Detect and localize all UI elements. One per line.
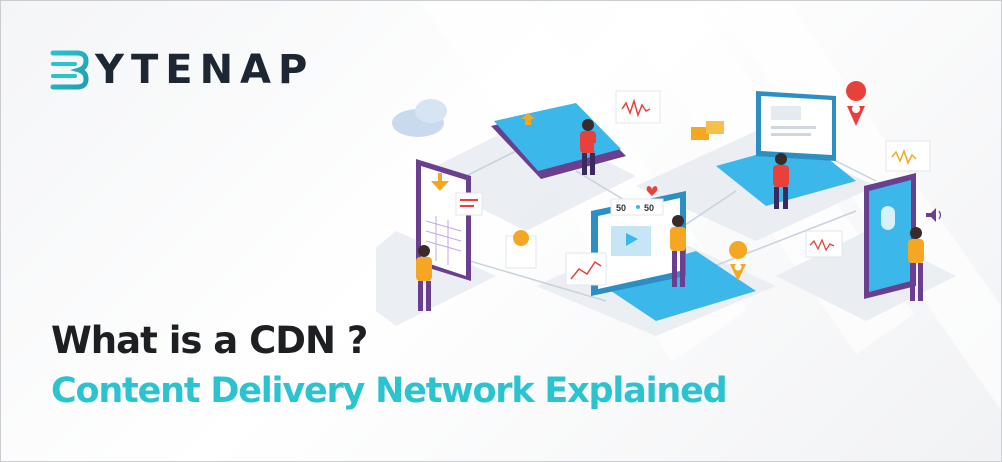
- comparison-right: 50: [644, 203, 654, 213]
- brand-name: YTENAP: [95, 47, 315, 93]
- comparison-card: 50 50: [610, 186, 664, 216]
- envelope-icon: [691, 121, 724, 140]
- audio-wave-icon: [615, 90, 661, 124]
- location-pin-icon: [729, 241, 748, 281]
- person-sitting-right: [773, 153, 789, 209]
- person-standing-center: [670, 215, 686, 287]
- page-subtitle: Content Delivery Network Explained: [51, 371, 728, 411]
- person-sitting-top: [580, 119, 608, 175]
- page-title: What is a CDN ?: [51, 319, 368, 362]
- speaker-icon: [926, 208, 942, 222]
- brand-logo-mark-icon: [50, 50, 89, 90]
- brand-logo: YTENAP: [49, 47, 314, 93]
- cdn-illustration: 50 50: [376, 81, 956, 336]
- cloud-icon: [392, 99, 447, 137]
- arrow-down-icon: [431, 173, 449, 191]
- phone-device-right: [864, 173, 916, 299]
- chat-bubble-icon: [505, 230, 537, 269]
- person-standing-left: [416, 245, 432, 311]
- laptop-device-center: [591, 191, 756, 321]
- location-pin-icon: [846, 81, 867, 126]
- arrow-up-icon: [521, 113, 535, 125]
- audio-wave-icon: [885, 140, 931, 172]
- audio-wave-icon: [805, 230, 843, 258]
- play-icon: [626, 233, 638, 246]
- person-standing-right: [908, 227, 924, 301]
- chart-line-icon: [565, 252, 607, 286]
- comparison-left: 50: [616, 203, 626, 213]
